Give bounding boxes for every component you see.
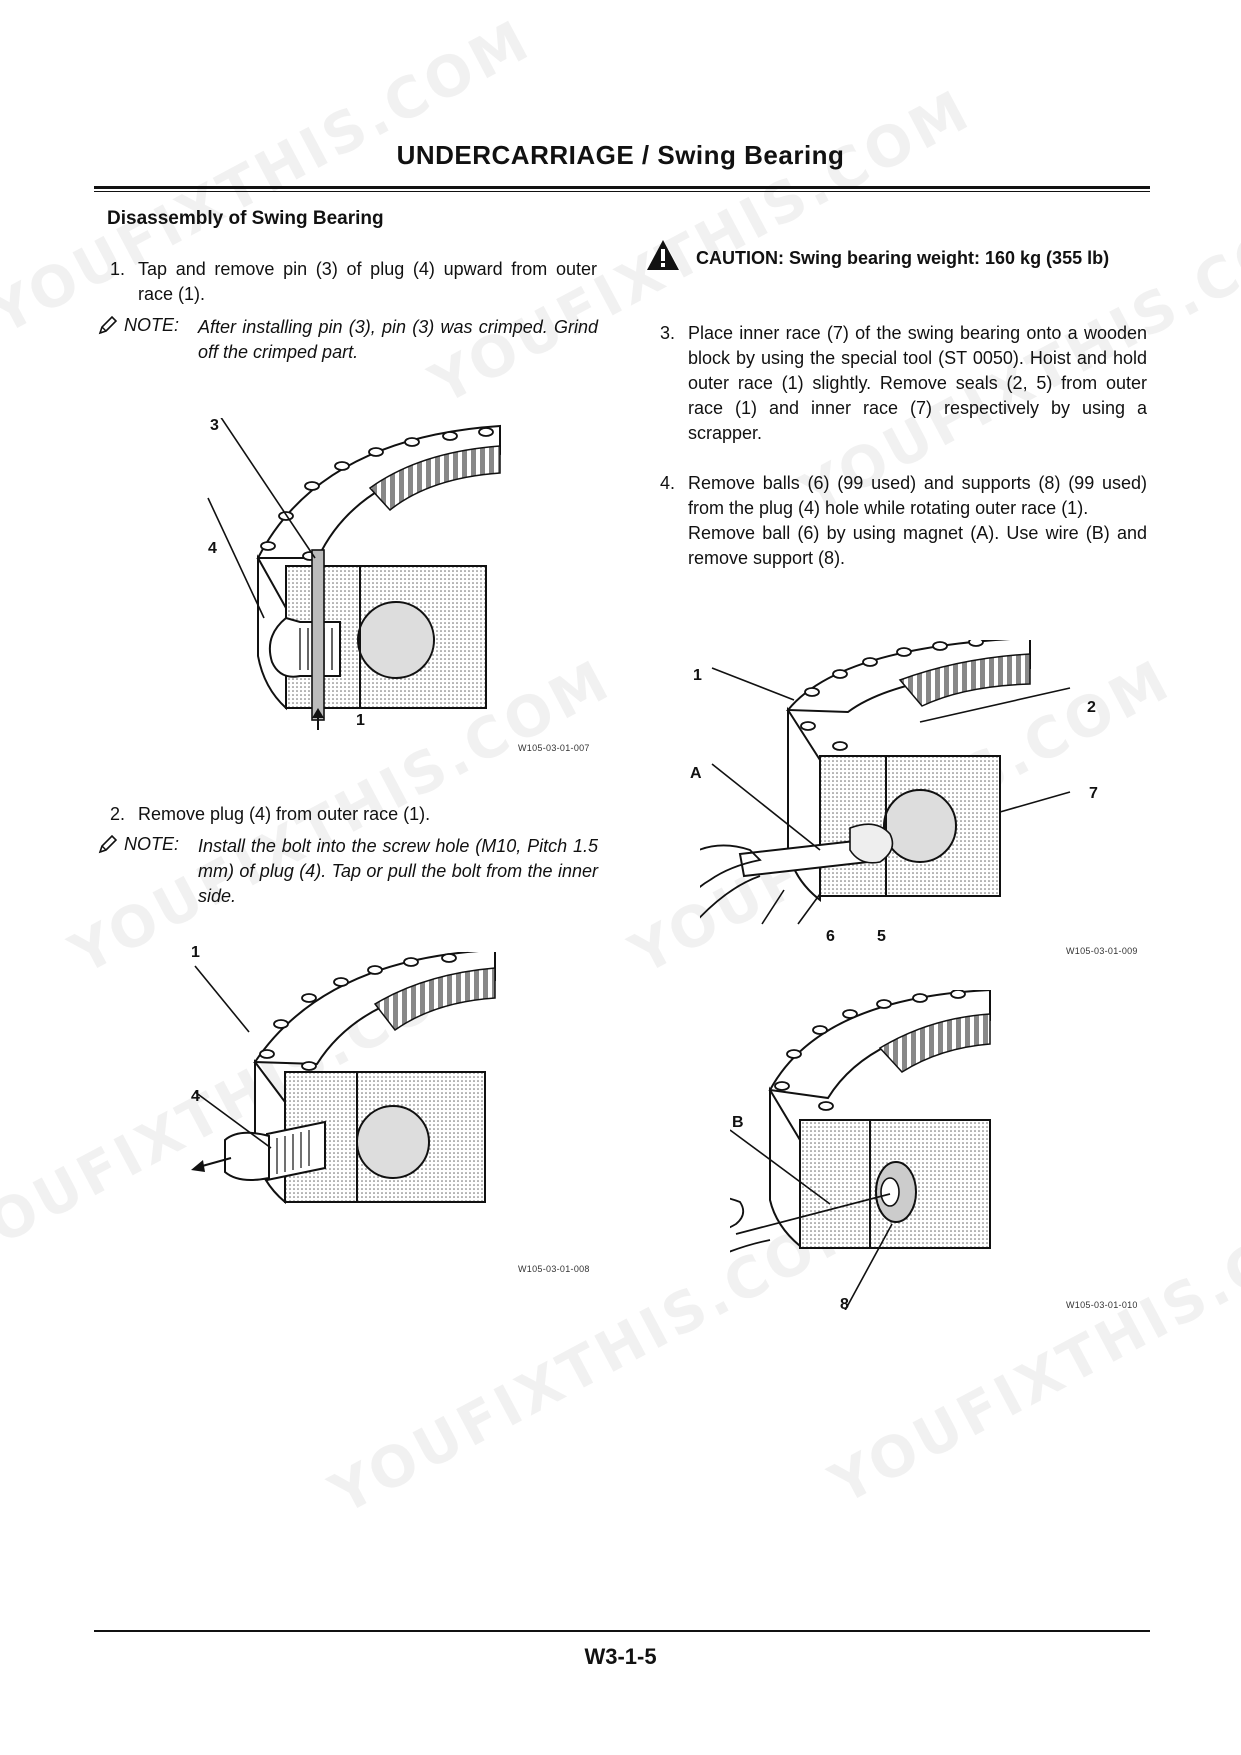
- caution-body: Swing bearing weight: 160 kg (355 lb): [789, 248, 1110, 268]
- figure-3-caption: W105-03-01-009: [1066, 946, 1138, 956]
- figure-label: 1: [693, 667, 702, 684]
- note-label: NOTE:: [124, 315, 180, 335]
- figure-2: 1 4: [185, 944, 605, 1262]
- figure-3: 1 2 A 7 6 5: [679, 636, 1120, 950]
- header-rule: [94, 186, 1150, 189]
- figure-label: 3: [210, 417, 219, 434]
- figure-label: 2: [1087, 699, 1096, 716]
- figure-label: 7: [1089, 785, 1098, 802]
- bearing-plug-removal-illustration: [191, 948, 496, 1205]
- step-text: Remove plug (4) from outer race (1).: [138, 804, 431, 824]
- page-header-title: UNDERCARRIAGE / Swing Bearing: [396, 140, 845, 170]
- step-number: 1.: [110, 259, 126, 279]
- step-1: 1. Tap and remove pin (3) of plug (4) up…: [110, 257, 597, 307]
- step-text: Remove balls (6) (99 used) and supports …: [688, 473, 1147, 518]
- figure-4: B 8: [679, 988, 1120, 1317]
- caution-block: CAUTION: Swing bearing weight: 160 kg (3…: [645, 238, 1145, 298]
- caution-label: CAUTION:: [696, 248, 784, 268]
- step-text: Tap and remove pin (3) of plug (4) upwar…: [138, 259, 597, 304]
- page-number: W3-1-5: [584, 1644, 657, 1669]
- note-1: NOTE: After installing pin (3), pin (3) …: [96, 313, 601, 365]
- step-number: 3.: [660, 323, 676, 343]
- step-2: 2. Remove plug (4) from outer race (1).: [110, 802, 597, 827]
- note-text: Install the bolt into the screw hole (M1…: [198, 836, 598, 906]
- note-label: NOTE:: [124, 834, 180, 854]
- figure-2-caption: W105-03-01-008: [518, 1264, 590, 1274]
- figure-label: 4: [191, 1088, 200, 1105]
- bearing-support-removal-illustration: [679, 988, 991, 1317]
- step-text-continued: Remove ball (6) by using magnet (A). Use…: [688, 523, 1147, 568]
- pencil-note-icon: [98, 834, 118, 854]
- figure-label: 8: [840, 1296, 849, 1313]
- step-number: 2.: [110, 804, 126, 824]
- figure-label: B: [732, 1114, 744, 1131]
- step-4: 4. Remove balls (6) (99 used) and suppor…: [660, 471, 1147, 571]
- step-number: 4.: [660, 473, 676, 493]
- figure-label: 6: [826, 928, 835, 945]
- bearing-ball-removal-illustration: [679, 636, 1071, 941]
- header-rule-thin: [94, 191, 1150, 192]
- note-2: NOTE: Install the bolt into the screw ho…: [96, 832, 601, 912]
- bearing-pin-illustration: [207, 397, 501, 730]
- figure-label: 5: [877, 928, 886, 945]
- caution-text: CAUTION: Swing bearing weight: 160 kg (3…: [696, 246, 1145, 271]
- footer-rule: [94, 1630, 1150, 1632]
- step-3: 3. Place inner race (7) of the swing bea…: [660, 321, 1147, 446]
- figure-label: 1: [191, 944, 200, 961]
- figure-4-caption: W105-03-01-010: [1066, 1300, 1138, 1310]
- figure-1-caption: W105-03-01-007: [518, 743, 590, 753]
- step-text: Place inner race (7) of the swing bearin…: [688, 323, 1147, 443]
- warning-triangle-icon: [647, 240, 679, 270]
- section-title: Disassembly of Swing Bearing: [107, 208, 384, 229]
- figure-label: 1: [356, 712, 365, 729]
- figure-label: 4: [208, 540, 217, 557]
- pencil-note-icon: [98, 315, 118, 335]
- note-text: After installing pin (3), pin (3) was cr…: [198, 317, 598, 362]
- figure-1: 3 4 1: [200, 397, 600, 758]
- figure-label: A: [690, 765, 702, 782]
